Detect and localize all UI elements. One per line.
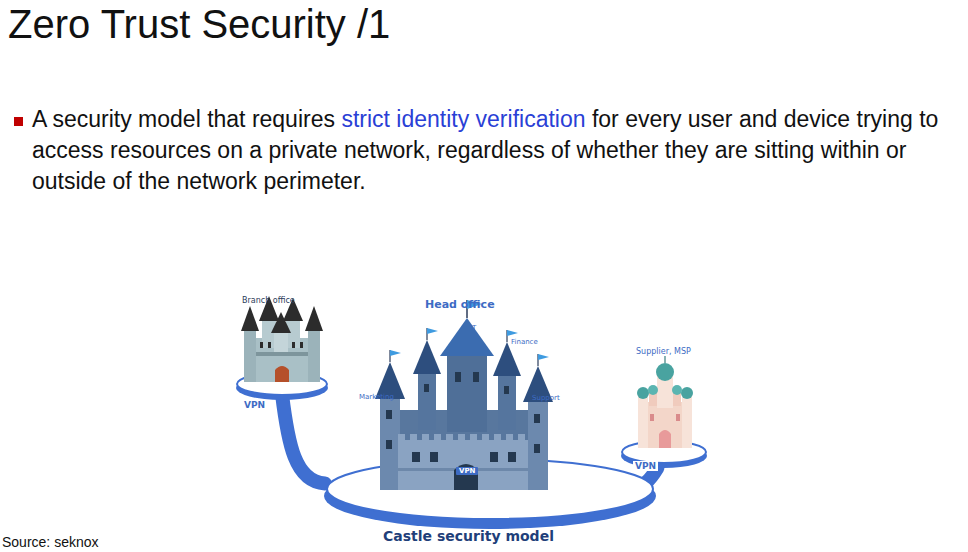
branch-castle bbox=[236, 296, 328, 400]
body-text: A security model that requires bbox=[32, 106, 335, 132]
source-note: Source: seknox bbox=[2, 534, 99, 550]
flag-label: Finance bbox=[511, 338, 538, 346]
branch-office-castle: Branch office bbox=[228, 294, 332, 394]
figure-caption: Castle security model bbox=[383, 528, 554, 544]
flag-label: Support bbox=[532, 394, 560, 402]
gate-label: VPN bbox=[456, 467, 478, 475]
road-label: VPN bbox=[633, 461, 658, 471]
highlighted-text: strict identity verification bbox=[341, 106, 585, 132]
bullet-square bbox=[14, 117, 23, 126]
head-office-castle bbox=[324, 300, 656, 529]
castle-label: Branch office bbox=[242, 296, 295, 305]
vpn-road bbox=[282, 394, 325, 484]
road-label: VPN bbox=[242, 400, 267, 410]
bullet-text: A security model that requires strict id… bbox=[32, 104, 962, 197]
castle-label: Head office bbox=[425, 298, 495, 311]
supplier-castle: Supplier, MSP bbox=[628, 346, 712, 468]
slide-title: Zero Trust Security /1 bbox=[8, 2, 390, 47]
flag-label: IT bbox=[470, 324, 476, 332]
supplier-castle bbox=[621, 356, 707, 468]
head-office-castle: Head officeIT FinanceMarketing SupportVPN bbox=[325, 296, 625, 522]
flag-label: Marketing bbox=[359, 393, 394, 401]
castle-label: Supplier, MSP bbox=[636, 347, 691, 356]
